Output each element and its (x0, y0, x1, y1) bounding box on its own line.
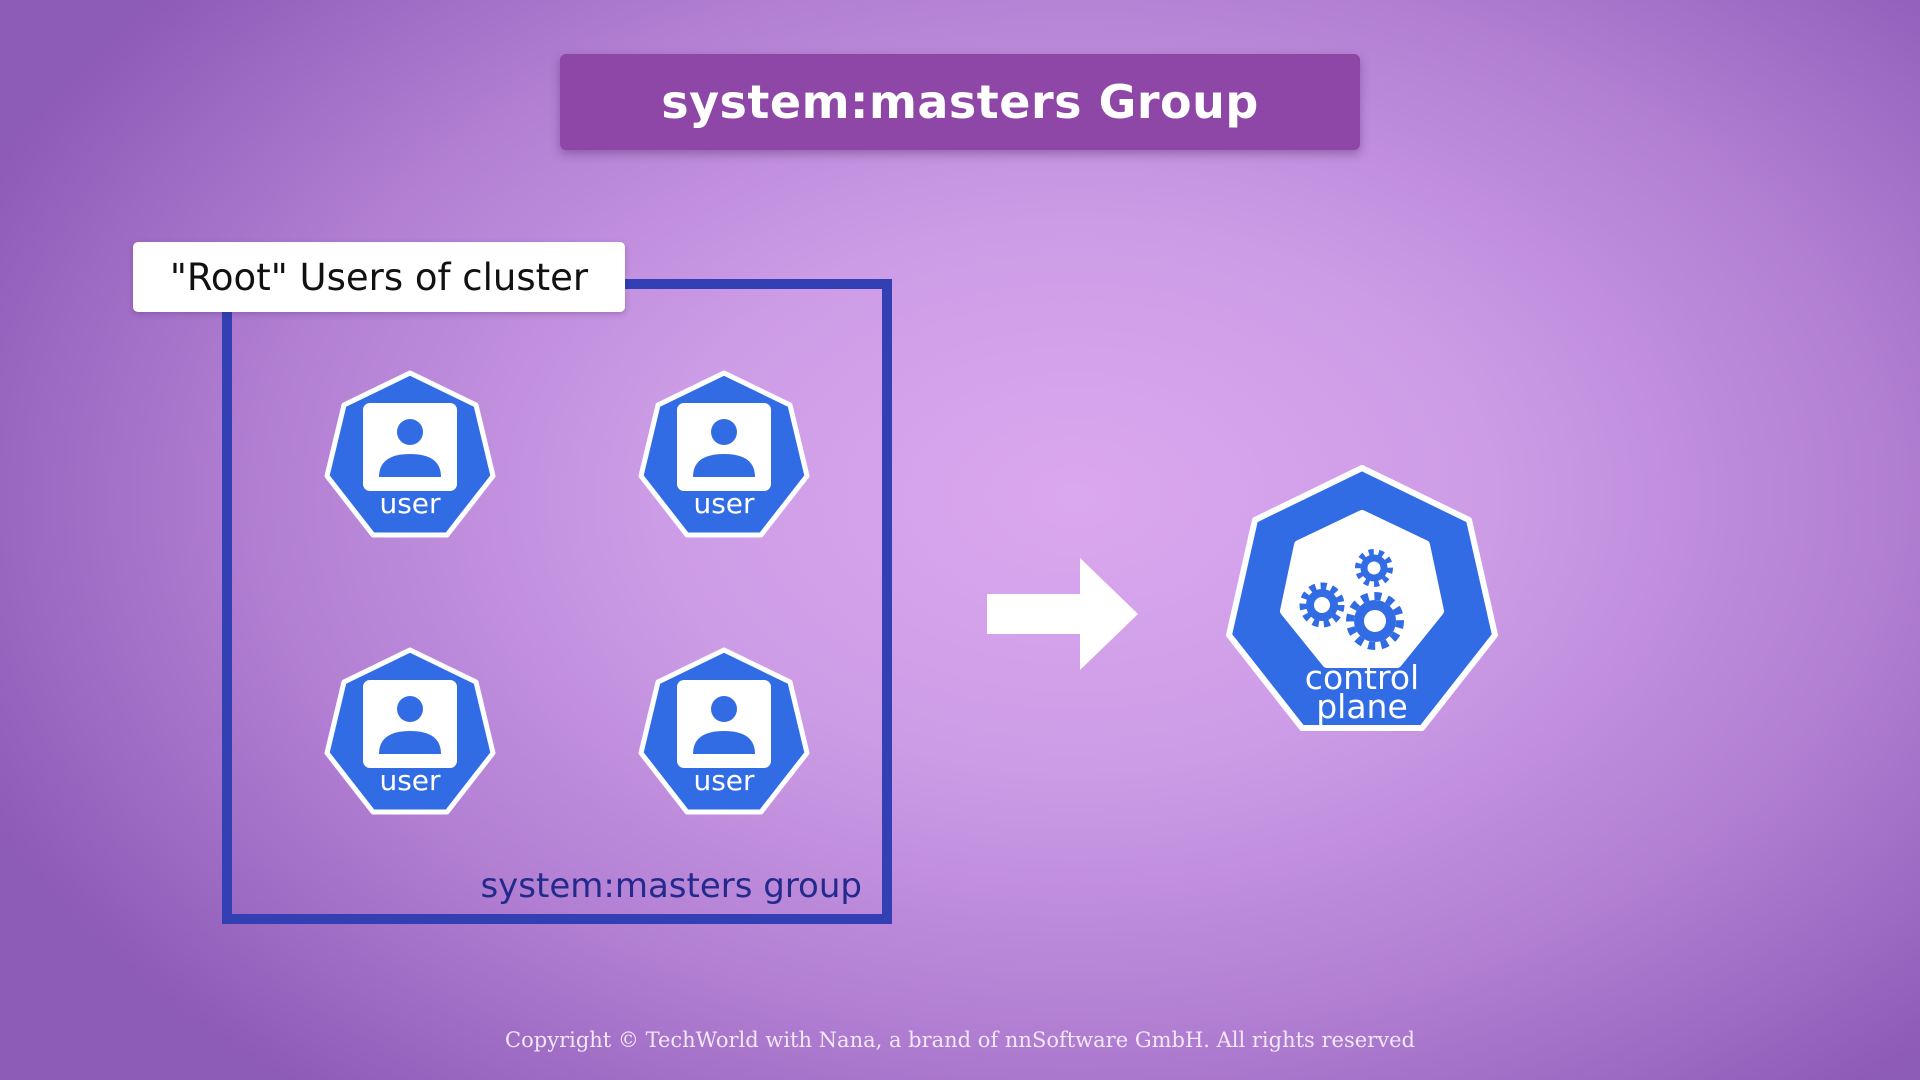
root-users-label: "Root" Users of cluster (133, 242, 625, 312)
user-label: user (693, 487, 755, 520)
user-icon (324, 370, 496, 538)
group-label: system:masters group (480, 866, 862, 906)
gears-icon (1299, 549, 1404, 650)
root-users-label-text: "Root" Users of cluster (169, 255, 589, 299)
control-plane-icon (1226, 465, 1498, 731)
control-plane-label-line2: plane (1316, 687, 1408, 726)
user-label: user (379, 764, 441, 797)
user-icon (638, 370, 810, 538)
user-icon (324, 647, 496, 815)
copyright-footer: Copyright © TechWorld with Nana, a brand… (505, 1028, 1415, 1052)
control-plane-node: control plane (1217, 463, 1507, 743)
user-node-4: user (634, 646, 814, 818)
title-banner: system:masters Group (560, 54, 1360, 150)
user-label: user (693, 764, 755, 797)
user-label: user (379, 487, 441, 520)
control-plane-label: control plane (1217, 658, 1507, 726)
user-node-2: user (634, 369, 814, 541)
user-node-1: user (320, 369, 500, 541)
control-plane-label-line1: control (1304, 658, 1420, 697)
user-icon (638, 647, 810, 815)
page-title: system:masters Group (661, 75, 1259, 129)
right-arrow-icon (987, 558, 1138, 670)
user-node-3: user (320, 646, 500, 818)
